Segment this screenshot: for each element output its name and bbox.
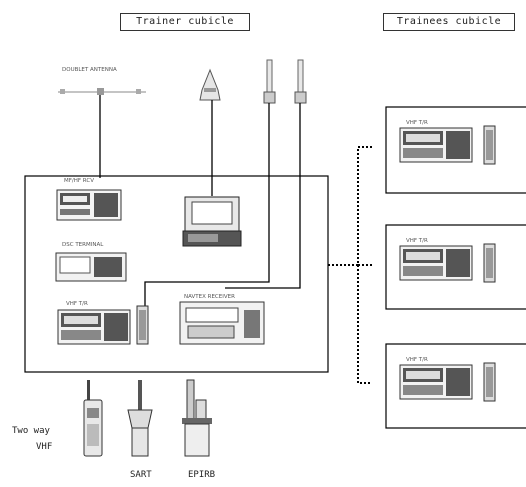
navtex-receiver: NAVTEX RECEIVER xyxy=(180,294,264,344)
two-way-label-line1: Two way xyxy=(12,426,50,436)
trainee-vhf-3: VHF T/R xyxy=(400,357,495,401)
two-way-label-line2: VHF xyxy=(36,442,52,452)
mf-hf-receiver: MF/HF RCV xyxy=(57,178,121,220)
navtex-label: NAVTEX RECEIVER xyxy=(184,294,235,300)
trainee-vhf-label-3: VHF T/R xyxy=(406,357,428,363)
vhf-tr-trainer: VHF T/R xyxy=(58,301,148,344)
computer-terminal xyxy=(183,197,241,246)
trainee-vhf-label-1: VHF T/R xyxy=(406,120,428,126)
epirb-device xyxy=(182,380,212,456)
dsc-terminal: DSC TERMINAL xyxy=(56,242,126,281)
vhf-trainer-label: VHF T/R xyxy=(66,301,88,307)
antenna-label: DOUBLET ANTENNA xyxy=(62,67,117,73)
trainee-vhf-2: VHF T/R xyxy=(400,238,495,282)
two-way-vhf-device xyxy=(84,380,102,456)
epirb-label: EPIRB xyxy=(188,470,215,480)
trainee-vhf-label-2: VHF T/R xyxy=(406,238,428,244)
dsc-label: DSC TERMINAL xyxy=(62,242,104,248)
sart-device xyxy=(128,380,152,456)
doublet-antenna: DOUBLET ANTENNA xyxy=(58,67,146,95)
trainee-links xyxy=(328,147,372,383)
sart-label: SART xyxy=(130,470,152,480)
whip-antennas xyxy=(264,60,306,103)
trainee-vhf-1: VHF T/R xyxy=(400,120,495,164)
mfhf-label: MF/HF RCV xyxy=(64,178,94,184)
dome-antenna xyxy=(200,70,220,100)
